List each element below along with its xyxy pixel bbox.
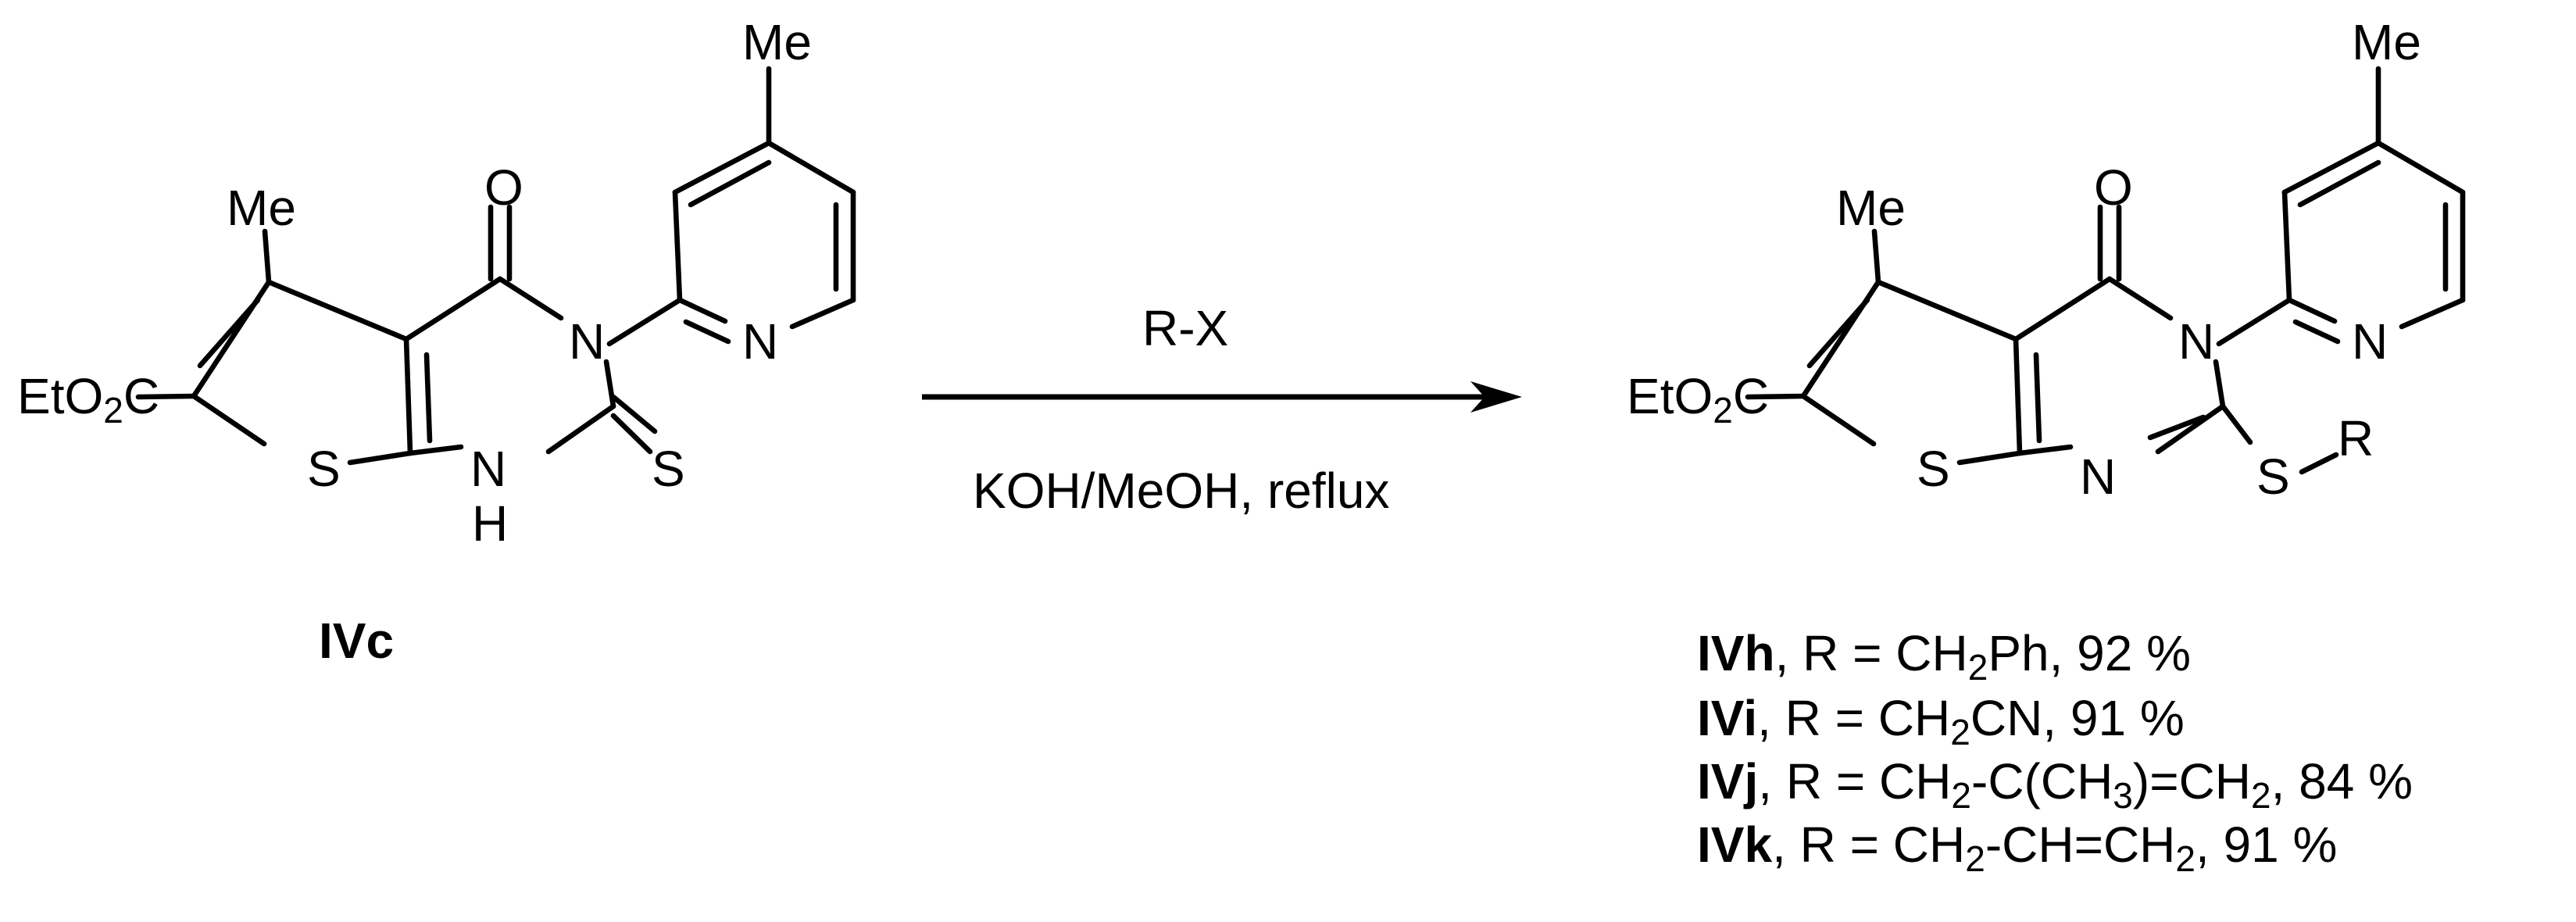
bond bbox=[347, 450, 413, 466]
atom-s-alkyl: S bbox=[2256, 448, 2290, 505]
bond bbox=[2399, 297, 2466, 330]
bond bbox=[191, 393, 267, 447]
atom-nh-n: N bbox=[470, 441, 506, 497]
atom-me-ring: Me bbox=[227, 180, 296, 236]
atom-n-pyridine: N bbox=[2352, 313, 2388, 370]
bond bbox=[610, 413, 653, 455]
reaction-arrow bbox=[922, 381, 1522, 413]
bond bbox=[2106, 276, 2174, 321]
atom-carbonyl-o: O bbox=[2094, 159, 2133, 216]
bond bbox=[135, 393, 197, 400]
bond bbox=[1806, 297, 1870, 369]
bond bbox=[403, 336, 413, 456]
atom-r: R bbox=[2338, 410, 2374, 466]
bond bbox=[2299, 452, 2339, 475]
bond bbox=[766, 140, 856, 195]
atom-s-thiophene: S bbox=[1917, 441, 1950, 497]
atom-me-pyridine: Me bbox=[2352, 14, 2421, 70]
atom-ester: EtO2C bbox=[1627, 368, 1769, 431]
bond bbox=[677, 297, 728, 324]
bond bbox=[403, 276, 503, 342]
reactant-label: IVc bbox=[319, 613, 394, 669]
compound-entry-ivi: IVi, R = CH2CN, 91 % bbox=[1697, 690, 2185, 752]
bond bbox=[423, 352, 433, 444]
bond bbox=[2013, 336, 2023, 456]
atom-thione-s: S bbox=[652, 441, 685, 497]
product-structure: EtO2C Me Me O N N S N S R bbox=[1627, 14, 2466, 505]
bond bbox=[2292, 319, 2341, 345]
bond bbox=[2286, 297, 2338, 324]
atom-ester: EtO2C bbox=[17, 368, 159, 431]
bond bbox=[2147, 414, 2206, 441]
reagent-label: R-X bbox=[1142, 300, 1228, 356]
compound-list: IVh, R = CH2Ph, 92 % IVi, R = CH2CN, 91 … bbox=[1697, 625, 2413, 879]
bond bbox=[1875, 279, 2019, 342]
bond bbox=[2213, 359, 2226, 409]
bond bbox=[683, 319, 731, 345]
bond bbox=[2220, 403, 2253, 445]
atom-me-ring: Me bbox=[1836, 180, 1906, 236]
bond bbox=[2281, 189, 2292, 303]
conditions-label: KOH/MeOH, reflux bbox=[973, 463, 1389, 519]
bond bbox=[610, 394, 658, 434]
atom-n3: N bbox=[2178, 313, 2214, 370]
bond bbox=[603, 359, 616, 409]
bond bbox=[407, 444, 464, 456]
bond bbox=[1956, 450, 2023, 466]
bond bbox=[2281, 140, 2381, 195]
bond bbox=[266, 279, 409, 342]
bond bbox=[262, 228, 272, 285]
atom-nh-h: H bbox=[472, 495, 508, 552]
bond bbox=[688, 159, 772, 208]
atom-n3: N bbox=[569, 313, 605, 370]
bond bbox=[2155, 403, 2226, 455]
bond bbox=[2017, 444, 2074, 456]
bond bbox=[1871, 228, 1881, 285]
atom-n1: N bbox=[2080, 448, 2116, 505]
bond bbox=[1800, 393, 1877, 447]
bond bbox=[197, 297, 261, 369]
reactant-structure: EtO2C Me Me O N N S N H S bbox=[17, 14, 856, 552]
bond bbox=[672, 189, 683, 303]
bond bbox=[2375, 140, 2466, 195]
arrowhead bbox=[1470, 381, 1522, 413]
atom-n-pyridine: N bbox=[742, 313, 778, 370]
bond bbox=[672, 140, 772, 195]
compound-entry-ivh: IVh, R = CH2Ph, 92 % bbox=[1697, 625, 2191, 688]
bond bbox=[2216, 297, 2292, 347]
compound-entry-ivk: IVk, R = CH2-CH=CH2, 91 % bbox=[1697, 817, 2337, 879]
bond bbox=[1745, 393, 1806, 400]
bond bbox=[789, 297, 856, 330]
atom-carbonyl-o: O bbox=[484, 159, 523, 216]
bond bbox=[2033, 352, 2042, 444]
bond bbox=[545, 403, 616, 455]
compound-entry-ivj: IVj, R = CH2-C(CH3)=CH2, 84 % bbox=[1697, 753, 2413, 816]
bond bbox=[606, 297, 683, 347]
bond bbox=[2297, 159, 2381, 208]
bond bbox=[497, 276, 564, 321]
atom-me-pyridine: Me bbox=[742, 14, 812, 70]
atom-s-thiophene: S bbox=[307, 441, 341, 497]
bond bbox=[2013, 276, 2113, 342]
